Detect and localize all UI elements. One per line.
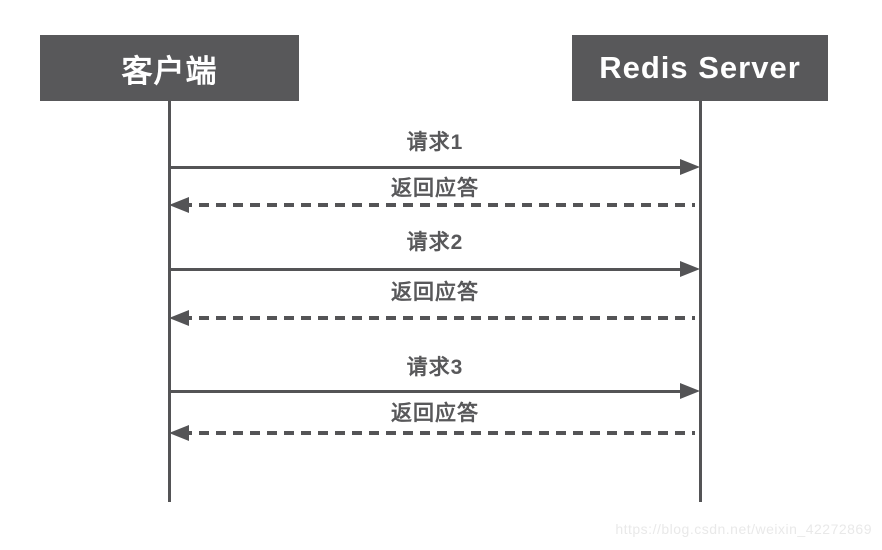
arrowhead-left-icon [169, 197, 189, 213]
arrowhead-left-icon [169, 310, 189, 326]
message-arrow-reply-2 [182, 316, 695, 320]
message-label-request-3: 请求3 [406, 356, 464, 379]
lifeline-client [168, 101, 171, 502]
actor-box-redis-server: Redis Server [572, 35, 828, 101]
message-label-request-2: 请求2 [406, 231, 464, 254]
message-arrow-reply-1 [182, 203, 695, 207]
message-label-request-1: 请求1 [406, 131, 464, 154]
message-label-reply-2: 返回应答 [391, 281, 479, 304]
lifeline-redis-server [699, 101, 702, 502]
arrowhead-right-icon [680, 159, 700, 175]
message-arrow-request-3 [170, 390, 685, 393]
arrowhead-right-icon [680, 383, 700, 399]
message-label-reply-3: 返回应答 [391, 402, 479, 425]
watermark-url: https://blog.csdn.net/weixin_42272869 [615, 521, 872, 537]
message-arrow-request-1 [170, 166, 685, 169]
arrowhead-right-icon [680, 261, 700, 277]
arrowhead-left-icon [169, 425, 189, 441]
message-arrow-request-2 [170, 268, 685, 271]
actor-box-client: 客户端 [40, 35, 299, 101]
message-label-reply-1: 返回应答 [391, 177, 479, 200]
message-arrow-reply-3 [182, 431, 695, 435]
